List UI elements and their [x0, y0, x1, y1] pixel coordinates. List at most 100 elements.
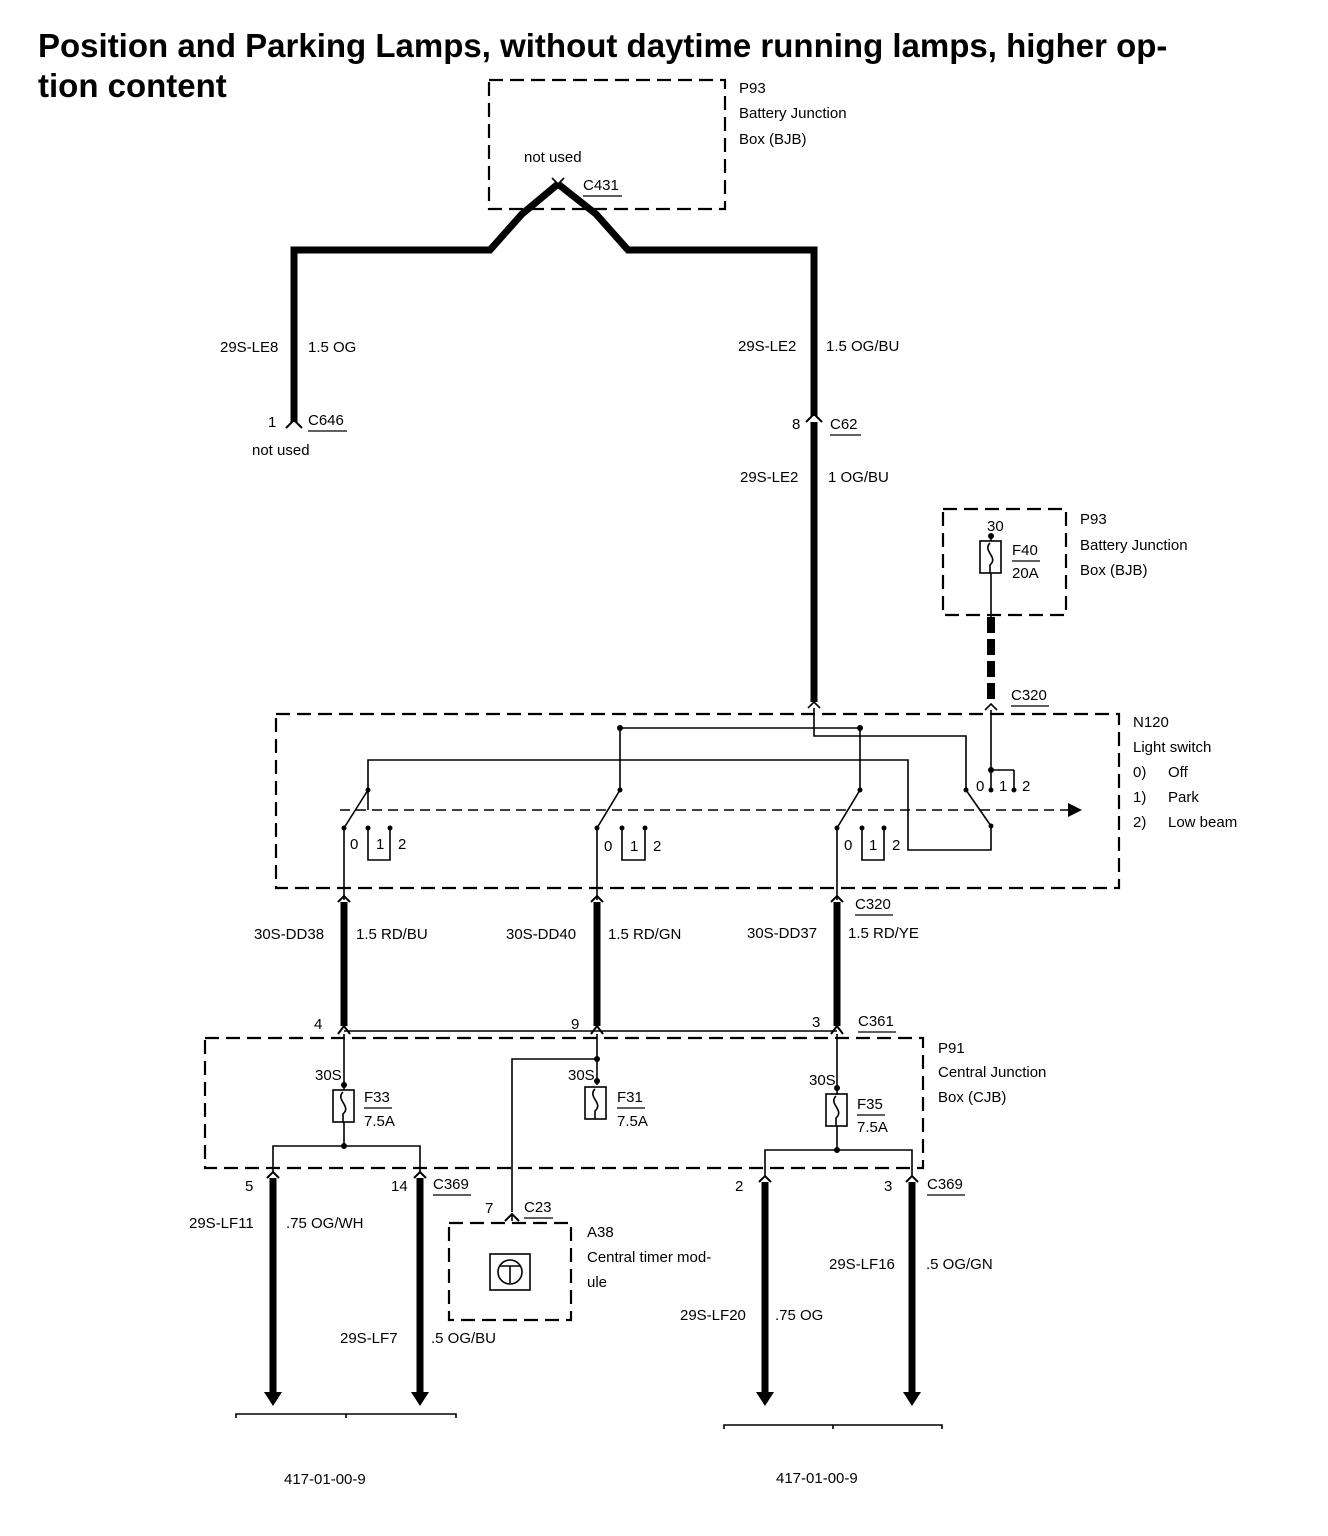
left-out-circuit-b: 29S-LF7	[340, 1330, 398, 1347]
wire-29S-LE2-upper	[555, 181, 818, 416]
g3-pos-1: 1	[869, 837, 877, 854]
f40-rating: 20A	[1012, 565, 1039, 582]
fuse-bjb: 30 F40 20A P93 Battery Junction Box (BJB…	[941, 507, 1188, 707]
f35-label: F35	[857, 1096, 883, 1113]
g3-pos-2: 2	[892, 837, 900, 854]
top-bjb-name-1: Battery Junction	[739, 105, 847, 122]
right-out-pin-a: 2	[735, 1178, 743, 1195]
g3-pos-0: 0	[844, 837, 852, 854]
light-switch-box	[274, 712, 1121, 890]
cjb-name-2: Box (CJB)	[938, 1089, 1006, 1106]
f35-pin: 30S	[809, 1072, 836, 1089]
left-out-circuit-a: 29S-LF11	[189, 1215, 254, 1232]
right-wire: 1.5 OG/BU	[826, 338, 899, 355]
left-out-wire-a: .75 OG/WH	[286, 1215, 364, 1232]
sw-wire-3-circuit: 30S-DD37	[747, 925, 817, 942]
left-circuit: 29S-LE8	[220, 339, 278, 356]
top-bjb-name-2: Box (BJB)	[739, 131, 807, 148]
right-out-pin-b: 3	[884, 1178, 892, 1195]
legend-val-0: Off	[1168, 764, 1189, 781]
f31-rating: 7.5A	[617, 1113, 648, 1130]
switch-group-1: 0 1 2	[341, 787, 406, 900]
cjb-ref: P91	[938, 1040, 965, 1057]
right-page-ref: 417-01-00-9	[776, 1470, 858, 1487]
left-out-wire-b: .5 OG/BU	[431, 1330, 496, 1347]
c320-bottom-connector: C320	[855, 896, 891, 913]
c646-terminal	[285, 418, 303, 429]
fuse-bjb-box	[941, 507, 1068, 617]
left-wire: 1.5 OG	[308, 339, 356, 356]
right-pin: 8	[792, 416, 800, 433]
right-branch: 29S-LE2 1.5 OG/BU 8 C62 29S-LE2 1 OG/BU	[738, 338, 899, 702]
f40-pin: 30	[987, 518, 1004, 535]
f33-pin: 30S	[315, 1067, 342, 1084]
legend-key-2: 2)	[1133, 814, 1146, 831]
arrow-down-icon	[903, 1392, 921, 1406]
arrow-down-icon	[411, 1392, 429, 1406]
title-line-2: tion content	[38, 67, 227, 104]
g2-pos-1: 1	[630, 838, 638, 855]
f40-label: F40	[1012, 542, 1038, 559]
timer-name-2: ule	[587, 1274, 607, 1291]
timer-ref: A38	[587, 1224, 614, 1241]
g2-pos-0: 0	[604, 838, 612, 855]
switch-group-3: 0 1 2	[834, 787, 900, 900]
sw-wire-2-circuit: 30S-DD40	[506, 926, 576, 943]
right-out-circuit-a: 29S-LF20	[680, 1307, 746, 1324]
fuse-bjb-name-2: Box (BJB)	[1080, 562, 1148, 579]
legend-key-1: 1)	[1133, 789, 1146, 806]
fuse-bjb-ref: P93	[1080, 511, 1107, 528]
sel-pos-2: 2	[1022, 778, 1030, 795]
left-page-bracket	[235, 1413, 457, 1418]
switch-common-bus	[367, 759, 992, 851]
linkage-arrow-icon	[1068, 803, 1082, 817]
switch-name: Light switch	[1133, 739, 1211, 756]
cjb-box	[203, 1036, 925, 1170]
switch-feed-circuit	[813, 708, 967, 790]
left-branch: 29S-LE8 1.5 OG 1 C646 not used	[220, 339, 356, 459]
right-wire-2: 1 OG/BU	[828, 469, 889, 486]
arrow-down-icon	[756, 1392, 774, 1406]
right-circuit-2: 29S-LE2	[740, 469, 798, 486]
left-out-connector: C369	[433, 1176, 469, 1193]
g1-pos-1: 1	[376, 836, 384, 853]
timer-module-box	[447, 1221, 573, 1322]
light-switch: N120 Light switch 0) Off 1) Park 2) Low …	[274, 700, 1237, 900]
left-out-pin-a: 5	[245, 1178, 253, 1195]
switch-ref: N120	[1133, 714, 1169, 731]
timer-pin: 7	[485, 1200, 493, 1217]
right-out-wire-b: .5 OG/GN	[926, 1256, 993, 1273]
c361-pin-4: 4	[314, 1016, 322, 1033]
fuse-bjb-name-1: Battery Junction	[1080, 537, 1188, 554]
left-connector: C646	[308, 412, 344, 429]
wire-29S-LE8	[290, 181, 561, 422]
top-bjb-box	[487, 78, 727, 211]
f31-pin: 30S	[568, 1067, 595, 1084]
timer-module: 7 C23 A38 Central timer mod- ule	[447, 1199, 711, 1322]
f35-rating: 7.5A	[857, 1119, 888, 1136]
timer-name-1: Central timer mod-	[587, 1249, 711, 1266]
sw-wire-1-circuit: 30S-DD38	[254, 926, 324, 943]
left-pin: 1	[268, 414, 276, 431]
module-icon	[489, 1253, 531, 1291]
c361-pin-3: 3	[812, 1014, 820, 1031]
right-connector: C62	[830, 416, 858, 433]
g1-pos-2: 2	[398, 836, 406, 853]
c361-pin-9: 9	[571, 1016, 579, 1033]
c361-connector: C361	[858, 1013, 894, 1030]
left-out-pin-b: 14	[391, 1178, 408, 1195]
right-out-circuit-b: 29S-LF16	[829, 1256, 895, 1273]
right-out-connector: C369	[927, 1176, 963, 1193]
legend-val-2: Low beam	[1168, 814, 1237, 831]
f33-rating: 7.5A	[364, 1113, 395, 1130]
legend-key-0: 0)	[1133, 764, 1146, 781]
top-bjb-note: not used	[524, 149, 582, 166]
page-title: Position and Parking Lamps, without dayt…	[38, 26, 1278, 106]
sw-wire-3-wire: 1.5 RD/YE	[848, 925, 919, 942]
arrow-down-icon	[264, 1392, 282, 1406]
g1-pos-0: 0	[350, 836, 358, 853]
cjb-name-1: Central Junction	[938, 1064, 1046, 1081]
top-bjb-connector: C431	[583, 177, 619, 194]
title-line-1: Position and Parking Lamps, without dayt…	[38, 27, 1168, 64]
